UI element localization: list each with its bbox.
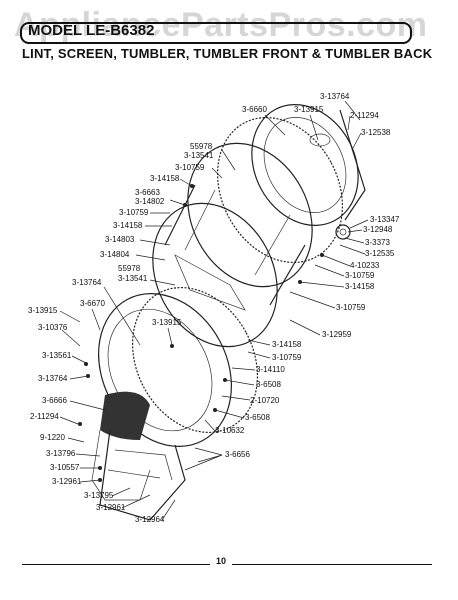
part-label: 55978 — [190, 142, 213, 151]
part-label: 2-10720 — [250, 396, 280, 405]
footer-rule-right — [232, 564, 432, 565]
part-label: 3-12538 — [361, 128, 391, 137]
part-label: 3-13764 — [38, 374, 68, 383]
footer-rule-left — [22, 564, 210, 565]
tumbler-back-drawing — [251, 104, 366, 226]
fastener-marks — [78, 184, 324, 482]
part-label: 3-10759 — [345, 271, 375, 280]
model-label-box — [20, 22, 412, 44]
part-labels: 3-13764 3-6660 3-13915 2-11294 3-12538 5… — [28, 92, 400, 524]
part-label: 3-10759 — [272, 353, 302, 362]
rear-seal-drawing — [216, 116, 344, 264]
part-label: 3-10759 — [336, 303, 366, 312]
part-label: 3-14804 — [100, 250, 130, 259]
part-label: 3-10759 — [175, 163, 205, 172]
part-label: 3-12959 — [322, 330, 352, 339]
part-label: 3-13795 — [84, 491, 114, 500]
part-label: 3-10376 — [38, 323, 68, 332]
part-label: 3-12964 — [135, 515, 165, 524]
part-label: 2-11294 — [350, 111, 379, 120]
model-label: MODEL LE-B6382 — [28, 22, 155, 39]
part-label: 3-13764 — [320, 92, 350, 101]
part-label: 3-12535 — [365, 249, 395, 258]
part-label: 9-1220 — [40, 433, 65, 442]
watermark: AppliancePartsPros.com — [14, 6, 428, 44]
part-label: 3-13915 — [152, 318, 182, 327]
part-label: 3-13796 — [46, 449, 76, 458]
part-label: 4-10233 — [350, 261, 380, 270]
part-label: 3-14158 — [113, 221, 143, 230]
part-label: 3-14158 — [345, 282, 375, 291]
part-label: 3-13561 — [42, 351, 72, 360]
leader-lines — [59, 100, 369, 521]
part-label: 3-6670 — [80, 299, 105, 308]
part-label: 3-13541 — [184, 151, 214, 160]
part-label: 3-14803 — [105, 235, 135, 244]
part-label: 3-12961 — [96, 503, 126, 512]
part-label: 55978 — [118, 264, 141, 273]
part-label: 3-3373 — [365, 238, 390, 247]
part-label: 3-6508 — [245, 413, 270, 422]
tumbler-drum-drawing — [152, 142, 313, 348]
part-label: 3-6660 — [242, 105, 267, 114]
tumbler-front-drawing — [98, 286, 259, 447]
part-label: 3-13541 — [118, 274, 148, 283]
part-label: 3-12961 — [52, 477, 82, 486]
part-label: 3-6656 — [225, 450, 250, 459]
part-label: 3-10632 — [215, 426, 245, 435]
part-label: 2-11294 — [30, 412, 59, 421]
page-number: 10 — [216, 556, 227, 566]
part-label: 3-6508 — [256, 380, 281, 389]
part-label: 3-6666 — [42, 396, 67, 405]
part-label: 3-12948 — [363, 225, 393, 234]
part-label: 3-14802 — [135, 197, 165, 206]
part-label: 3-13915 — [28, 306, 58, 315]
part-label: 3-13764 — [72, 278, 102, 287]
part-label: 3-13915 — [294, 105, 324, 114]
part-label: 3-10759 — [119, 208, 149, 217]
part-label: 3-14110 — [256, 365, 285, 374]
part-label: 3-14158 — [272, 340, 302, 349]
part-label: 3-14158 — [150, 174, 180, 183]
part-label: 3-13347 — [370, 215, 400, 224]
part-label: 3-6663 — [135, 188, 160, 197]
section-title: LINT, SCREEN, TUMBLER, TUMBLER FRONT & T… — [22, 46, 433, 61]
lint-screen-drawing — [91, 391, 151, 501]
lint-duct-drawing — [99, 429, 186, 521]
part-label: 3-10557 — [50, 463, 80, 472]
